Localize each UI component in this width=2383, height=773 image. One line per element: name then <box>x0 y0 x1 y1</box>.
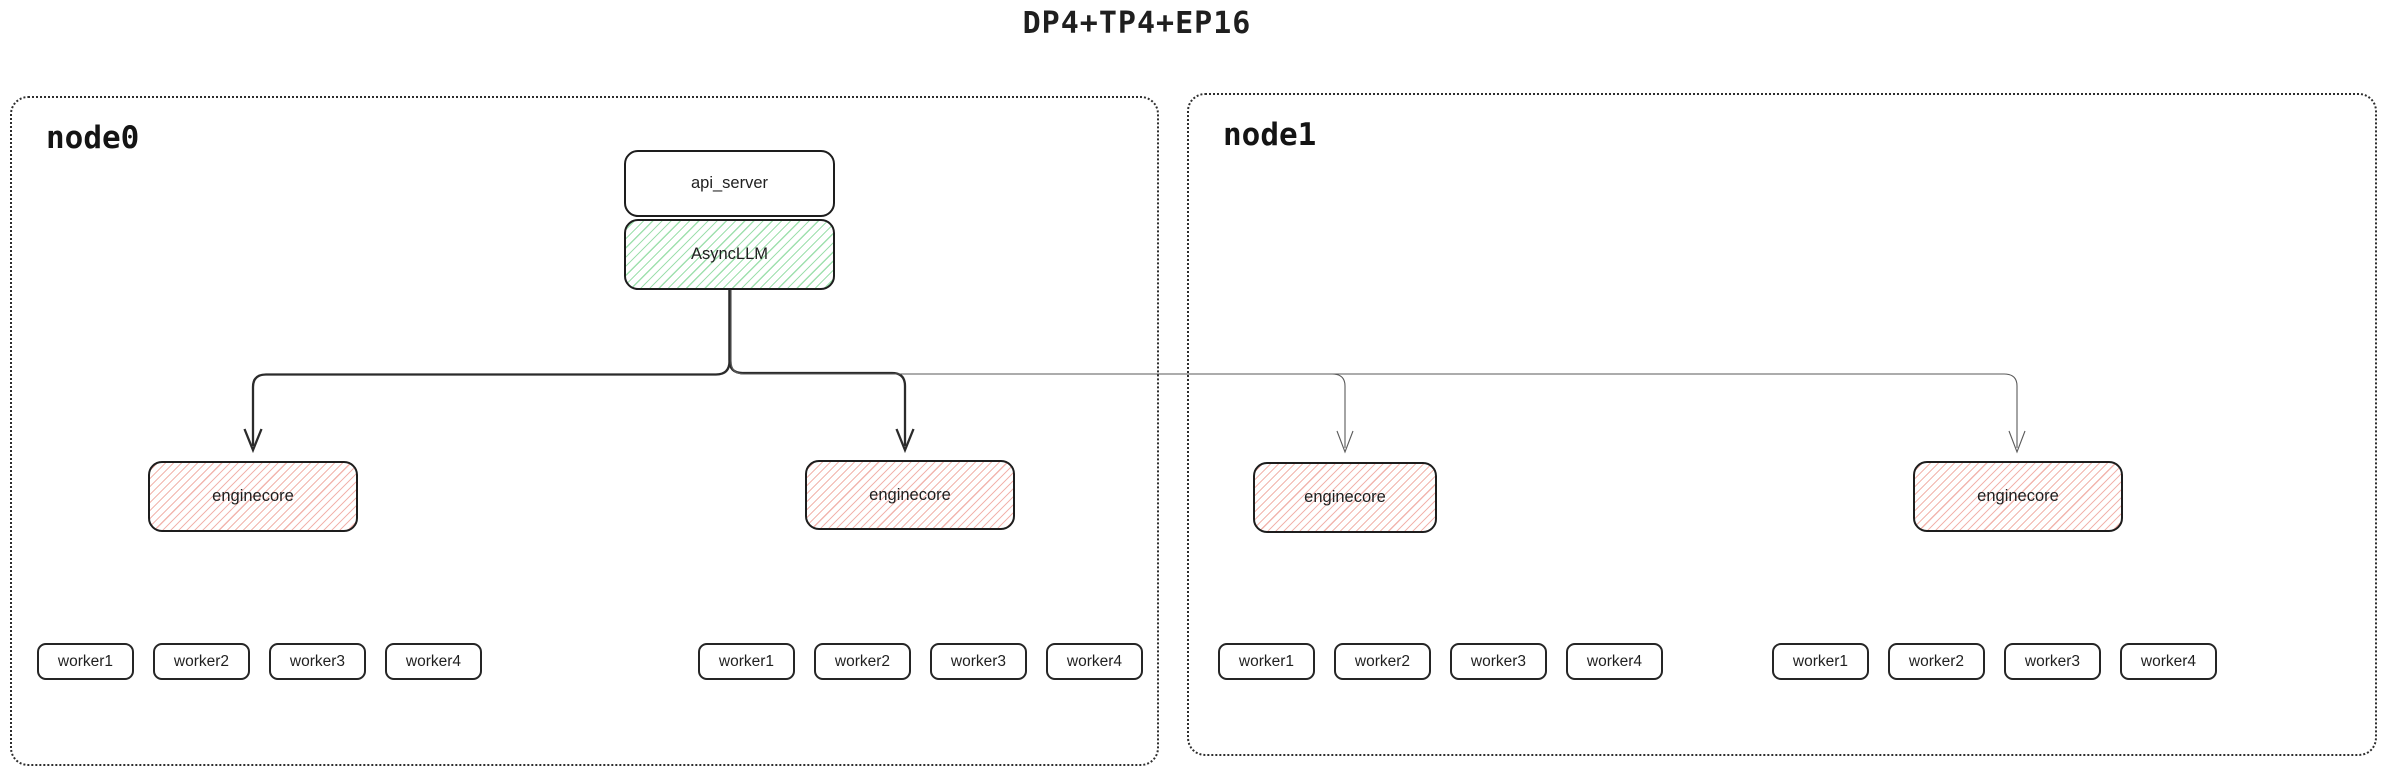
worker-label: worker1 <box>1238 652 1295 670</box>
worker-box: worker2 <box>1334 643 1431 680</box>
worker-group-node0-1: worker1 worker2 worker3 worker4 <box>37 643 482 680</box>
worker-label: worker4 <box>405 652 462 670</box>
api-server-label: api_server <box>690 174 769 192</box>
worker-label: worker3 <box>289 652 346 670</box>
worker-group-node1-1: worker1 worker2 worker3 worker4 <box>1218 643 1663 680</box>
worker-label: worker2 <box>1908 652 1965 670</box>
enginecore-label: enginecore <box>869 485 951 504</box>
worker-label: worker1 <box>57 652 114 670</box>
worker-label: worker2 <box>173 652 230 670</box>
worker-box: worker4 <box>1566 643 1663 680</box>
worker-label: worker3 <box>1470 652 1527 670</box>
worker-label: worker4 <box>1066 652 1123 670</box>
worker-box: worker2 <box>814 643 911 680</box>
worker-box: worker3 <box>1450 643 1547 680</box>
enginecore-label: enginecore <box>1304 488 1386 506</box>
enginecore-box-node1-1: enginecore <box>1253 462 1437 533</box>
worker-label: worker1 <box>718 652 775 670</box>
api-server-box: api_server <box>624 150 835 217</box>
worker-label: worker4 <box>2140 652 2197 670</box>
enginecore-box-node0-2: enginecore <box>805 460 1015 530</box>
worker-box: worker1 <box>698 643 795 680</box>
worker-group-node1-2: worker1 worker2 worker3 worker4 <box>1772 643 2217 680</box>
worker-label: worker3 <box>2024 652 2081 670</box>
worker-box: worker1 <box>1218 643 1315 680</box>
worker-box: worker3 <box>930 643 1027 680</box>
enginecore-box-node0-1: enginecore <box>148 461 358 532</box>
worker-box: worker3 <box>269 643 366 680</box>
worker-box: worker1 <box>37 643 134 680</box>
enginecore-box-node1-2: enginecore <box>1913 461 2123 532</box>
worker-box: worker1 <box>1772 643 1869 680</box>
worker-label: worker4 <box>1586 652 1643 670</box>
worker-box: worker4 <box>1046 643 1143 680</box>
worker-label: worker3 <box>950 652 1007 670</box>
worker-box: worker2 <box>153 643 250 680</box>
worker-label: worker1 <box>1792 652 1849 670</box>
worker-box: worker4 <box>385 643 482 680</box>
node0-label: node0 <box>46 120 140 156</box>
worker-box: worker4 <box>2120 643 2217 680</box>
diagram-title: DP4+TP4+EP16 <box>1022 6 1252 41</box>
node1-label: node1 <box>1223 117 1317 153</box>
worker-group-node0-2: worker1 worker2 worker3 worker4 <box>698 643 1143 680</box>
worker-box: worker3 <box>2004 643 2101 680</box>
asyncllm-label: AsyncLLM <box>690 245 769 263</box>
worker-label: worker2 <box>1354 652 1411 670</box>
worker-label: worker2 <box>834 652 891 670</box>
enginecore-label: enginecore <box>1977 487 2059 505</box>
asyncllm-box: AsyncLLM <box>624 219 835 290</box>
enginecore-label: enginecore <box>212 487 294 505</box>
worker-box: worker2 <box>1888 643 1985 680</box>
